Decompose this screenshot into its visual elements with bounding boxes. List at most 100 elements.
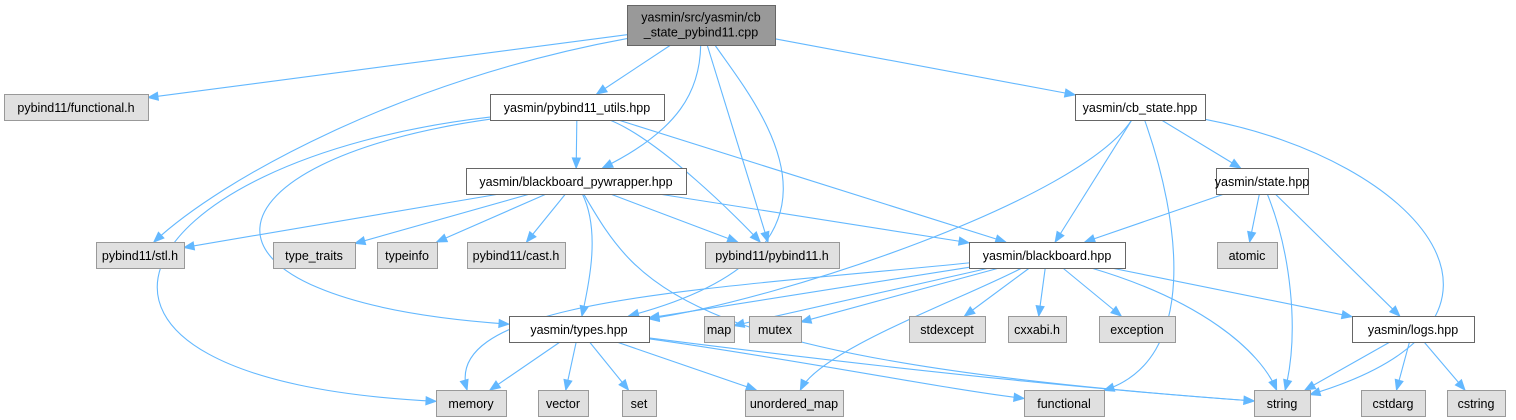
node-box (4, 94, 149, 121)
node-vector[interactable]: vector (538, 390, 589, 417)
edge-bb_pywrapper-to-type_traits (354, 193, 531, 244)
node-box (377, 242, 438, 269)
node-label: yasmin/src/yasmin/cb (641, 11, 761, 25)
arrowhead-icon (488, 380, 502, 391)
node-label: cstdarg (1373, 397, 1414, 411)
edge-types-to-unordered_map (616, 341, 757, 391)
edge-logs-to-string (1304, 341, 1391, 391)
edge-pybind11_utils-to-pybind11_pybind11 (609, 119, 761, 243)
node-box (466, 168, 687, 195)
node-label: type_traits (285, 249, 343, 263)
node-label: memory (448, 397, 494, 411)
node-cstring[interactable]: cstring (1447, 390, 1506, 417)
arrowhead-icon (152, 231, 165, 243)
node-blackboard[interactable]: yasmin/blackboard.hpp (969, 242, 1126, 269)
edge-bb_pywrapper-to-pybind11_pybind11 (610, 193, 738, 243)
edge-state-to-string (1266, 193, 1293, 391)
edge-cb_state-to-state (1161, 119, 1241, 169)
node-map[interactable]: map (704, 316, 735, 343)
edge-types-to-string (648, 337, 1255, 402)
node-box (622, 390, 657, 417)
edge-cb_state-to-blackboard (1054, 119, 1133, 243)
node-box (1024, 390, 1105, 417)
node-box (273, 242, 356, 269)
edge-blackboard-to-unordered_map (799, 267, 1023, 391)
node-pybind11-cast[interactable]: pybind11/cast.h (467, 242, 566, 269)
node-stdexcept[interactable]: stdexcept (909, 316, 986, 343)
node-label: yasmin/blackboard_pywrapper.hpp (479, 175, 672, 189)
node-label: yasmin/types.hpp (530, 323, 627, 337)
node-label: pybind11/functional.h (17, 101, 134, 115)
node-root[interactable]: yasmin/src/yasmin/cb_state_pybind11.cpp (627, 5, 776, 46)
node-exception[interactable]: exception (1099, 316, 1176, 343)
edge-root-to-pybind11_utils (596, 44, 672, 95)
node-box (745, 390, 844, 417)
edge-blackboard-to-stdexcept (964, 267, 1030, 317)
node-box (436, 390, 507, 417)
node-label: functional (1037, 397, 1091, 411)
node-label: yasmin/blackboard.hpp (983, 249, 1112, 263)
arrowhead-icon (601, 159, 615, 169)
node-pybind11-utils[interactable]: yasmin/pybind11_utils.hpp (490, 94, 665, 121)
node-pybind11-functional[interactable]: pybind11/functional.h (4, 94, 149, 121)
arrowhead-icon (1283, 378, 1293, 392)
node-label: stdexcept (920, 323, 974, 337)
node-label: cstring (1458, 397, 1495, 411)
arrowhead-icon (1083, 234, 1097, 244)
edge-cb_state-to-functional (1103, 119, 1175, 391)
node-cxxabi[interactable]: cxxabi.h (1008, 316, 1067, 343)
node-box (749, 316, 802, 343)
node-box (490, 94, 665, 121)
arrowhead-icon (760, 230, 770, 244)
node-logs[interactable]: yasmin/logs.hpp (1352, 316, 1475, 343)
arrowhead-icon (1229, 158, 1242, 169)
edge-state-to-blackboard (1084, 193, 1225, 243)
arrowhead-icon (353, 236, 367, 246)
node-set[interactable]: set (622, 390, 657, 417)
node-memory[interactable]: memory (436, 390, 507, 417)
node-label: string (1267, 397, 1298, 411)
node-cb-state[interactable]: yasmin/cb_state.hpp (1075, 94, 1206, 121)
node-typeinfo[interactable]: typeinfo (377, 242, 438, 269)
node-pybind11-pybind11[interactable]: pybind11/pybind11.h (705, 242, 840, 269)
arrowhead-icon (1035, 304, 1045, 318)
arrowhead-icon (732, 318, 746, 328)
nodes-layer: yasmin/src/yasmin/cb_state_pybind11.cppp… (4, 5, 1506, 417)
node-box (538, 390, 589, 417)
node-box (704, 316, 735, 343)
arrowhead-icon (1054, 230, 1065, 244)
node-mutex[interactable]: mutex (749, 316, 802, 343)
node-functional[interactable]: functional (1024, 390, 1105, 417)
node-box (969, 242, 1126, 269)
node-atomic[interactable]: atomic (1217, 242, 1278, 269)
node-type-traits[interactable]: type_traits (273, 242, 356, 269)
edge-logs-to-cstring (1423, 341, 1466, 391)
node-state[interactable]: yasmin/state.hpp (1215, 168, 1310, 195)
node-label: set (631, 397, 648, 411)
node-types[interactable]: yasmin/types.hpp (509, 316, 650, 343)
edge-types-to-memory (489, 341, 561, 391)
edge-cb_state-to-types (648, 119, 1133, 320)
edge-blackboard-to-types (648, 266, 970, 319)
node-pybind11-stl[interactable]: pybind11/stl.h (96, 242, 185, 269)
arrowhead-icon (1303, 380, 1317, 391)
node-label: map (707, 323, 731, 337)
node-label: exception (1110, 323, 1164, 337)
arrowhead-icon (498, 318, 511, 329)
arrowhead-icon (799, 314, 813, 324)
node-label: pybind11/stl.h (102, 249, 178, 263)
arrowhead-icon (563, 378, 573, 392)
arrowhead-icon (994, 234, 1008, 244)
arrowhead-icon (1243, 395, 1256, 405)
arrowhead-icon (749, 231, 762, 243)
node-string[interactable]: string (1254, 390, 1311, 417)
node-box (1361, 390, 1426, 417)
arrowhead-icon (726, 233, 739, 243)
edge-blackboard-to-logs (1111, 267, 1353, 318)
node-cstdarg[interactable]: cstdarg (1361, 390, 1426, 417)
node-label: yasmin/state.hpp (1215, 175, 1310, 189)
arrowhead-icon (799, 378, 810, 392)
node-bb-pywrapper[interactable]: yasmin/blackboard_pywrapper.hpp (466, 168, 687, 195)
edge-root-to-pybind11_pybind11 (706, 44, 769, 243)
node-unordered-map[interactable]: unordered_map (745, 390, 844, 417)
